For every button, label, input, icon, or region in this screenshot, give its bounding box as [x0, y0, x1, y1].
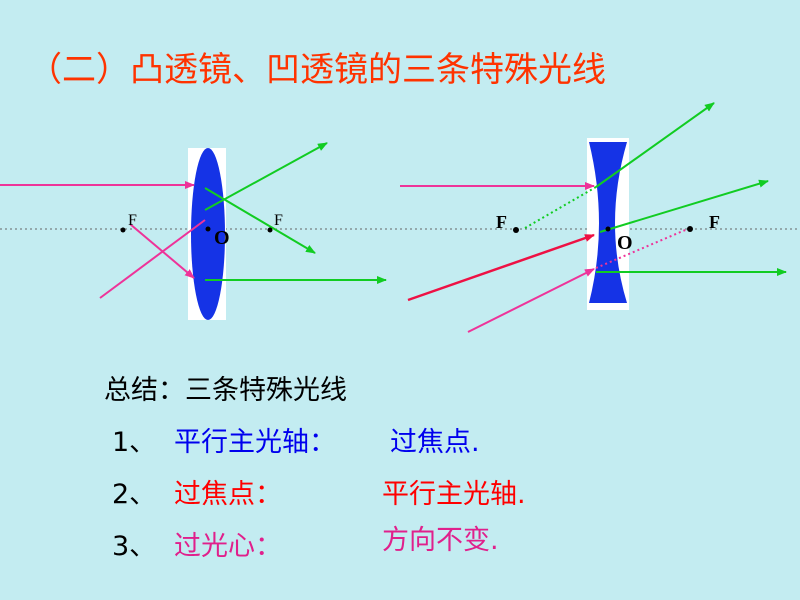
convex-focus-right-dot: [267, 227, 273, 233]
concave-ray-parallel-virtual: [524, 186, 597, 229]
concave-focus-right-dot: [687, 226, 693, 232]
convex-lens-diagram: F F O: [0, 142, 387, 320]
concave-ray-focus-in: [467, 268, 595, 333]
convex-focus-left-label: F: [128, 212, 137, 229]
convex-ray-focus-out: [204, 142, 328, 211]
convex-center-dot: [205, 226, 211, 232]
concave-focus-left-dot: [513, 227, 519, 233]
concave-lens-diagram: F F O: [400, 102, 787, 333]
convex-center-label: O: [214, 227, 230, 249]
concave-focus-right-label: F: [709, 212, 720, 232]
concave-focus-left-label: F: [496, 212, 507, 232]
concave-center-label: O: [617, 232, 633, 254]
concave-ray-center-in: [407, 233, 595, 302]
concave-center-dot: [605, 226, 611, 232]
convex-lens: [191, 148, 225, 320]
concave-ray-parallel-out: [595, 102, 715, 188]
slide-title: （二）凸透镜、凹透镜的三条特殊光线: [28, 50, 606, 90]
concave-ray-center-out: [599, 179, 769, 233]
concave-lens: [589, 142, 627, 303]
convex-focus-left-dot: [120, 227, 126, 233]
concave-ray-focus-virtual: [595, 227, 691, 269]
convex-ray-focus-in: [99, 219, 206, 299]
convex-focus-right-label: F: [274, 212, 283, 229]
convex-ray-center-in: [129, 223, 195, 279]
